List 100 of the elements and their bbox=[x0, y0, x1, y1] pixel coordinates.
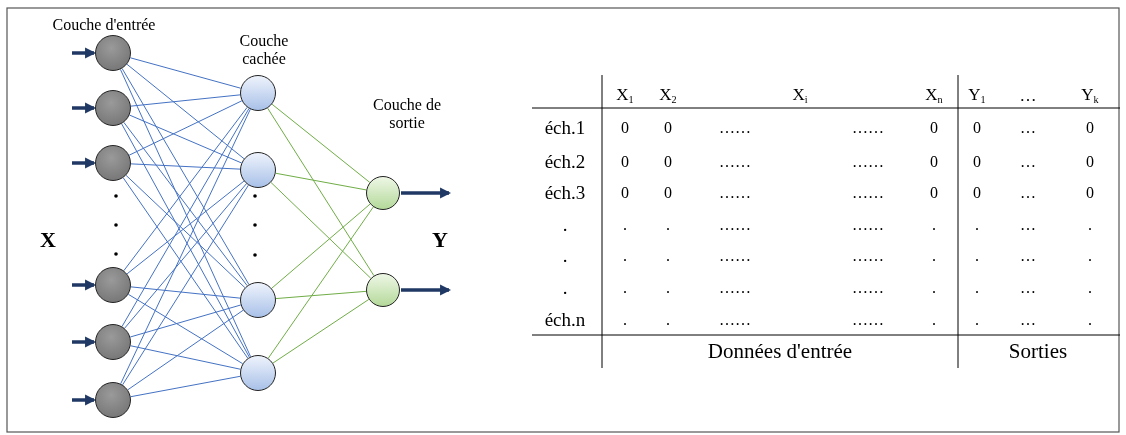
table-cell: 0 bbox=[1086, 153, 1094, 171]
table-cell: 0 bbox=[973, 119, 981, 137]
output-neuron bbox=[366, 176, 400, 210]
hidden-neuron bbox=[240, 355, 276, 391]
table-cell: …… bbox=[719, 184, 751, 202]
connection-line bbox=[121, 123, 250, 358]
row-header: . bbox=[562, 245, 568, 267]
table-cell: …… bbox=[852, 311, 884, 329]
connection-line bbox=[119, 68, 252, 358]
row-header: éch.3 bbox=[544, 182, 586, 204]
table-cell: 0 bbox=[930, 119, 938, 137]
input-neuron bbox=[95, 90, 131, 126]
table-cell: . bbox=[975, 311, 979, 329]
row-header: éch.n bbox=[544, 309, 586, 331]
column-header: X$_{i}$ bbox=[792, 86, 808, 106]
table-cell: …… bbox=[719, 119, 751, 137]
table-footer: Données d'entrée bbox=[707, 340, 853, 364]
hidden-neuron bbox=[240, 75, 276, 111]
connection-line bbox=[130, 163, 241, 170]
row-header: éch.2 bbox=[544, 151, 586, 173]
table-cell: . bbox=[975, 279, 979, 297]
connection-line bbox=[129, 304, 242, 338]
column-header: Y$_{1}$ bbox=[968, 86, 986, 106]
connection-line bbox=[130, 286, 241, 299]
table-cell: . bbox=[932, 311, 936, 329]
table-cell: . bbox=[666, 311, 670, 329]
table-cell: . bbox=[1088, 216, 1092, 234]
arrow bbox=[72, 336, 97, 348]
table-cell: 0 bbox=[621, 184, 629, 202]
connection-line bbox=[121, 68, 250, 285]
table-cell: …… bbox=[719, 153, 751, 171]
connection-line bbox=[272, 298, 370, 364]
table-cell: …… bbox=[852, 153, 884, 171]
table-cell: . bbox=[623, 279, 627, 297]
connection-line bbox=[128, 100, 243, 156]
table-cell: . bbox=[1088, 311, 1092, 329]
connection-line bbox=[121, 108, 250, 327]
table-cell: … bbox=[1020, 311, 1036, 329]
table-cell: …… bbox=[719, 279, 751, 297]
connection-line bbox=[126, 180, 245, 275]
table-cell: … bbox=[1020, 119, 1036, 137]
table-footer: Sorties bbox=[1008, 340, 1068, 364]
connection-line bbox=[126, 63, 245, 160]
connection-line bbox=[267, 206, 374, 359]
table-cell: …… bbox=[852, 247, 884, 265]
connection-line bbox=[271, 203, 371, 289]
connection-line bbox=[123, 121, 248, 287]
column-header: X$_{2}$ bbox=[659, 86, 677, 106]
table-cell: …… bbox=[852, 279, 884, 297]
connection-line bbox=[270, 181, 372, 279]
table-cell: . bbox=[975, 247, 979, 265]
connection-line bbox=[122, 184, 249, 386]
arrow bbox=[401, 284, 452, 296]
connection-line bbox=[275, 172, 367, 191]
layer-title: Couche cachée bbox=[238, 32, 290, 68]
table-cell: 0 bbox=[1086, 119, 1094, 137]
table-cell: . bbox=[932, 216, 936, 234]
arrow bbox=[72, 47, 97, 59]
table-cell: 0 bbox=[621, 119, 629, 137]
arrow bbox=[72, 279, 97, 291]
table-cell: …… bbox=[719, 311, 751, 329]
output-neuron bbox=[366, 273, 400, 307]
table-cell: . bbox=[1088, 247, 1092, 265]
layer-title: Couche d'entrée bbox=[52, 16, 156, 34]
table-cell: . bbox=[623, 216, 627, 234]
connection-line bbox=[123, 106, 248, 272]
arrow bbox=[72, 394, 97, 406]
table-cell: . bbox=[623, 311, 627, 329]
connection-line bbox=[271, 103, 371, 183]
hidden-neuron bbox=[240, 282, 276, 318]
connection-line bbox=[130, 94, 241, 107]
input-neuron bbox=[95, 267, 131, 303]
connection-line bbox=[267, 107, 375, 277]
table-cell: 0 bbox=[973, 153, 981, 171]
connection-line bbox=[120, 108, 251, 385]
hidden-neuron bbox=[240, 152, 276, 188]
connection-line bbox=[129, 114, 242, 164]
column-header: … bbox=[1019, 86, 1037, 106]
table-cell: . bbox=[932, 247, 936, 265]
table-cell: 0 bbox=[664, 184, 672, 202]
input-neuron bbox=[95, 35, 131, 71]
table-cell: … bbox=[1020, 153, 1036, 171]
arrow bbox=[72, 102, 97, 114]
table-cell: . bbox=[666, 247, 670, 265]
input-neuron bbox=[95, 324, 131, 360]
table-cell: 0 bbox=[1086, 184, 1094, 202]
connection-line bbox=[275, 290, 367, 300]
input-symbol: X bbox=[40, 227, 56, 253]
arrow bbox=[72, 157, 97, 169]
column-header: Y$_{k}$ bbox=[1081, 86, 1099, 106]
input-neuron bbox=[95, 145, 131, 181]
table-cell: 0 bbox=[930, 153, 938, 171]
connection-line bbox=[127, 309, 244, 391]
table-cell: …… bbox=[852, 119, 884, 137]
column-header: X$_{1}$ bbox=[616, 86, 634, 106]
connection-line bbox=[125, 174, 246, 289]
connection-line bbox=[129, 57, 242, 89]
connection-line bbox=[124, 183, 247, 329]
table-cell: 0 bbox=[973, 184, 981, 202]
row-header: . bbox=[562, 214, 568, 236]
